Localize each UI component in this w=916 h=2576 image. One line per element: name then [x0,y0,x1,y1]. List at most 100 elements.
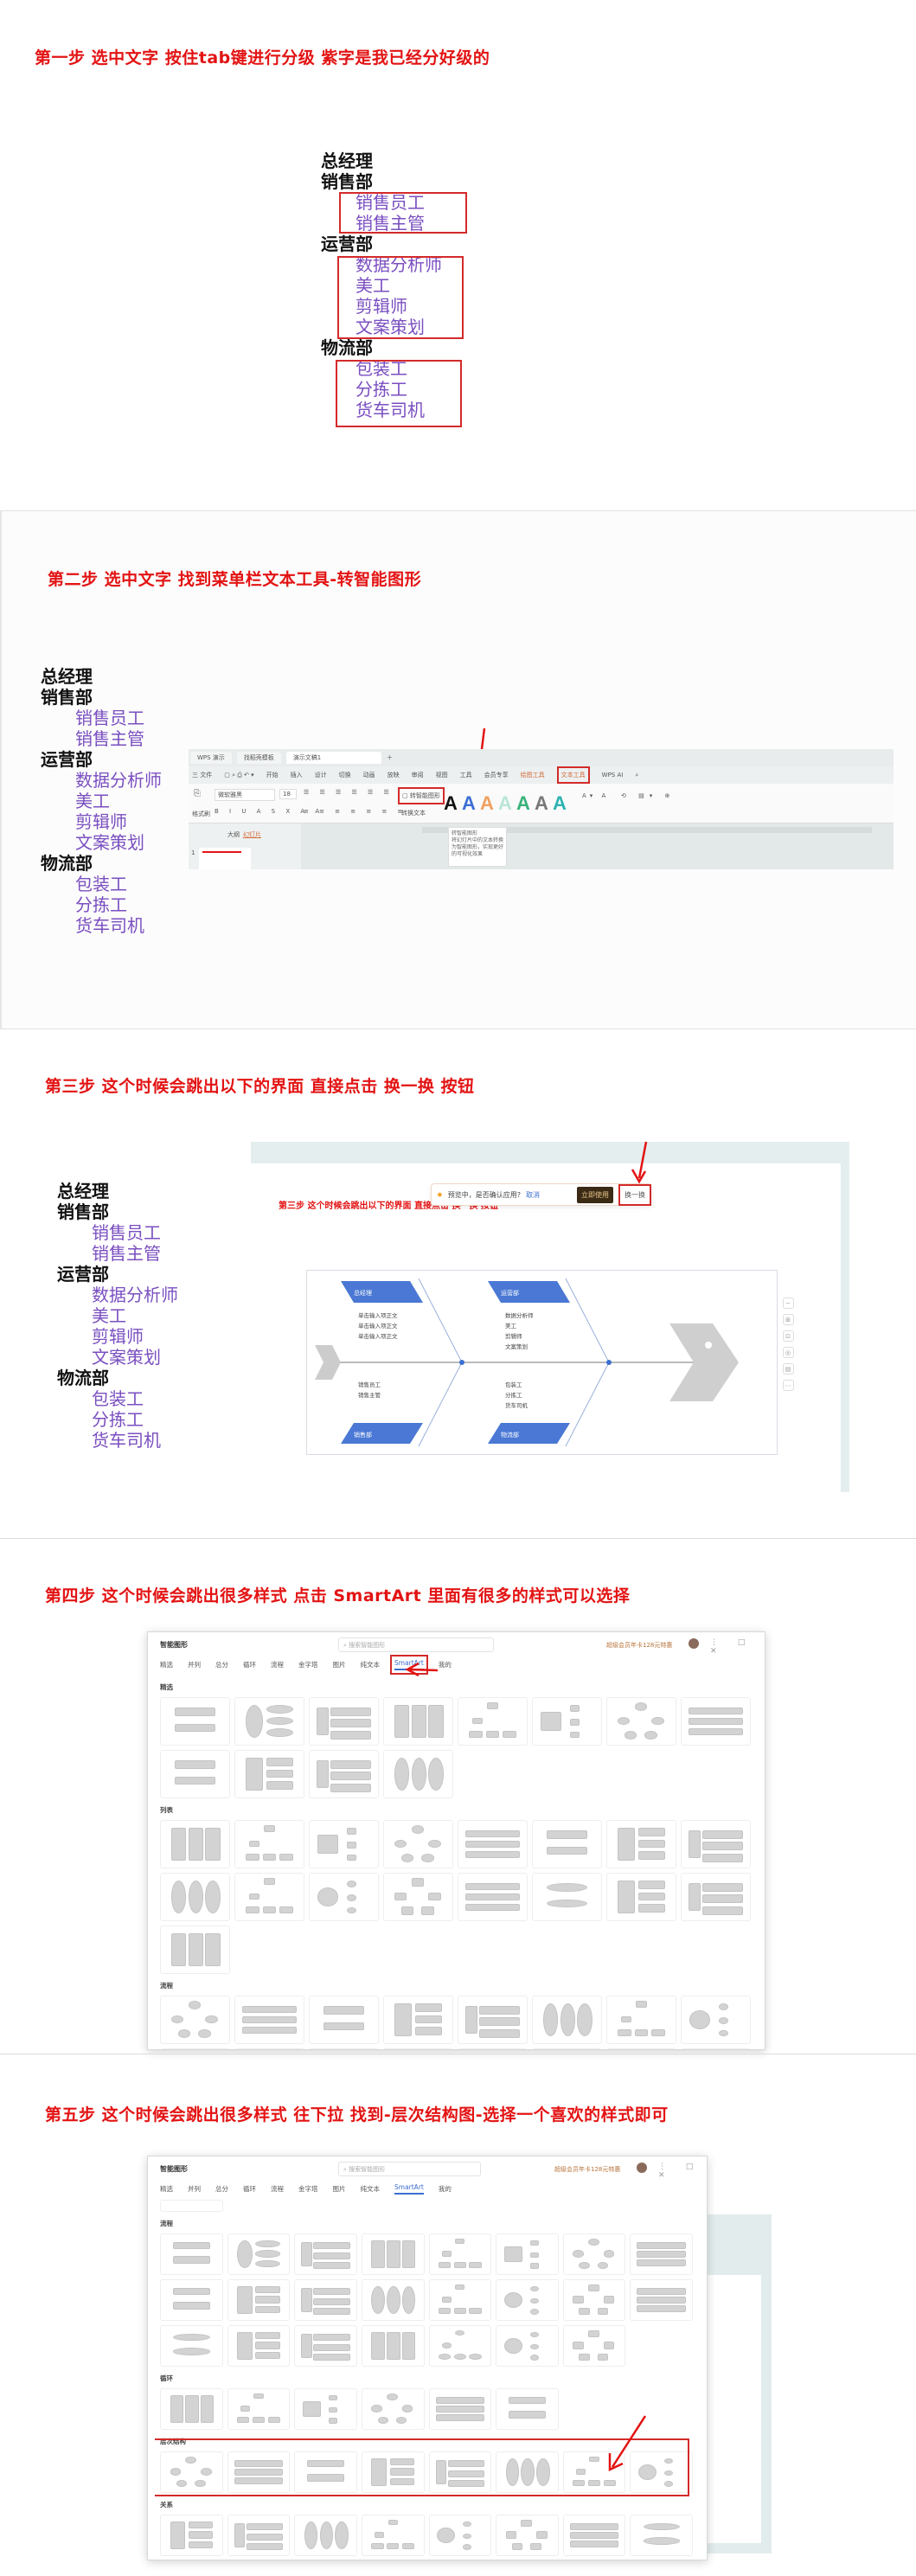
template-tile[interactable] [383,1750,453,1798]
template-tile[interactable] [309,1820,379,1868]
more-icon[interactable]: ⋯ [782,1380,794,1391]
category-tab[interactable]: 纯文本 [360,1660,381,1669]
tab-document[interactable]: 演示文稿1 [285,752,381,764]
vip-promo[interactable]: 超级会员年卡128元特惠 [606,1642,673,1649]
text-style-orange[interactable]: A [480,792,494,814]
template-tile[interactable] [227,2515,291,2556]
category-tab[interactable]: 流程 [271,1660,284,1669]
template-tile[interactable] [681,1873,751,1921]
align-buttons[interactable]: ≡ ≡ ≡ ≡ ≡ ≡ ≡ [304,808,407,815]
template-tile[interactable] [562,2279,626,2321]
template-tile[interactable] [234,1697,304,1746]
template-tile[interactable] [361,2451,425,2493]
template-tile[interactable] [234,1750,304,1798]
template-tile[interactable] [361,2325,425,2367]
template-tile[interactable] [496,2279,559,2321]
template-tile[interactable] [160,2451,223,2493]
template-tile[interactable] [294,2233,357,2275]
template-tile[interactable] [383,1873,453,1921]
search-input[interactable]: ⌕ 搜索智能图形 [338,1637,494,1652]
template-tile[interactable] [458,1820,528,1868]
template-tile[interactable] [160,2388,223,2430]
template-tile[interactable] [160,1873,230,1921]
menu-transition[interactable]: 切换 [338,772,351,779]
menu-text-tools[interactable]: 文本工具 [556,766,590,784]
template-tile[interactable] [309,1697,379,1746]
search-input[interactable]: ⌕ 搜索智能图形 [338,2162,481,2176]
layout-icon[interactable]: ⊡ [782,1330,794,1342]
template-tile[interactable] [681,1996,751,2044]
text-style-green[interactable]: A [516,792,530,814]
tab-slides[interactable]: 幻灯片 [243,831,261,838]
template-tile[interactable] [227,2388,291,2430]
template-tile[interactable] [562,2233,626,2275]
template-tile[interactable] [630,2451,693,2493]
template-tile[interactable] [160,2325,223,2367]
cancel-link[interactable]: 取消 [525,1190,540,1199]
template-tile[interactable] [496,2515,559,2556]
template-tile[interactable] [383,1820,453,1868]
template-tile[interactable] [496,2233,559,2275]
template-tile[interactable] [361,2279,425,2321]
menu-wps-ai[interactable]: WPS AI [601,772,624,779]
category-tab[interactable]: 图片 [332,2184,346,2193]
new-tab-icon[interactable]: ＋ [386,754,393,761]
template-tile[interactable] [681,1820,751,1868]
template-tile[interactable] [606,1996,676,2044]
convert-smartart-button[interactable]: ▢ 转智能图形 [398,787,445,804]
template-tile[interactable] [234,1873,304,1921]
template-tile[interactable] [160,2200,223,2212]
template-tile[interactable] [309,1996,379,2044]
category-tab[interactable]: 我的 [438,2184,452,2193]
menu-view[interactable]: 视图 [435,772,448,779]
category-tab[interactable]: 金字塔 [298,2184,318,2193]
category-tab[interactable]: 循环 [243,2184,256,2193]
template-tile[interactable] [227,2325,291,2367]
template-tile[interactable] [428,2451,492,2493]
category-tab[interactable]: 总分 [215,2184,228,2193]
slide-thumbnail[interactable] [199,848,251,869]
template-tile[interactable] [630,2279,693,2321]
template-tile[interactable] [562,2515,626,2556]
template-tile[interactable] [458,1697,528,1746]
template-tile[interactable] [309,2048,379,2049]
template-tile[interactable] [428,2279,492,2321]
category-tab[interactable]: 并列 [188,2184,201,2193]
template-tile[interactable] [428,2388,492,2430]
category-tab[interactable]: 并列 [188,1660,201,1669]
template-tile[interactable] [294,2325,357,2367]
template-tile[interactable] [160,1996,230,2044]
template-tile[interactable] [234,2048,304,2049]
template-tile[interactable] [294,2388,357,2430]
template-tile[interactable] [532,1820,602,1868]
template-tile[interactable] [294,2515,357,2556]
category-tab[interactable]: 金字塔 [298,1660,318,1669]
template-tile[interactable] [160,1697,230,1746]
window-controls[interactable]: ⋮ □ ✕ [658,2163,702,2180]
text-style-gray[interactable]: A [535,792,548,814]
menu-animation[interactable]: 动画 [362,772,375,779]
avatar[interactable] [637,2163,647,2173]
template-tile[interactable] [606,1873,676,1921]
template-tile[interactable] [160,2279,223,2321]
menu-drawing-tools[interactable]: 绘图工具 [520,772,545,779]
category-tab[interactable]: 精选 [160,1660,173,1669]
text-style-light[interactable]: A [498,792,512,814]
template-tile[interactable] [361,2388,425,2430]
template-tile[interactable] [606,1820,676,1868]
text-style-blue[interactable]: A [462,792,476,814]
menu-start[interactable]: 开始 [266,772,279,779]
collapse-icon[interactable]: − [782,1298,794,1309]
arrange-buttons[interactable]: ⟲ ▤▾ ⊕ [621,792,676,799]
quick-access-icons[interactable]: ▢ ⌕ ⎙ ↶ ▾ [224,771,254,779]
template-tile[interactable] [361,2233,425,2275]
convert-text-button[interactable]: 转换文本 [401,810,426,817]
template-tile[interactable] [532,2048,602,2049]
template-tile[interactable] [681,2048,751,2049]
menu-insert[interactable]: 插入 [290,772,303,779]
tab-templates[interactable]: 找稻壳模板 [236,752,281,764]
menu-member[interactable]: 会员专享 [484,772,509,779]
menu-design[interactable]: 设计 [314,772,327,779]
add-item-icon[interactable]: ⊞ [782,1314,794,1325]
template-tile[interactable] [428,2325,492,2367]
